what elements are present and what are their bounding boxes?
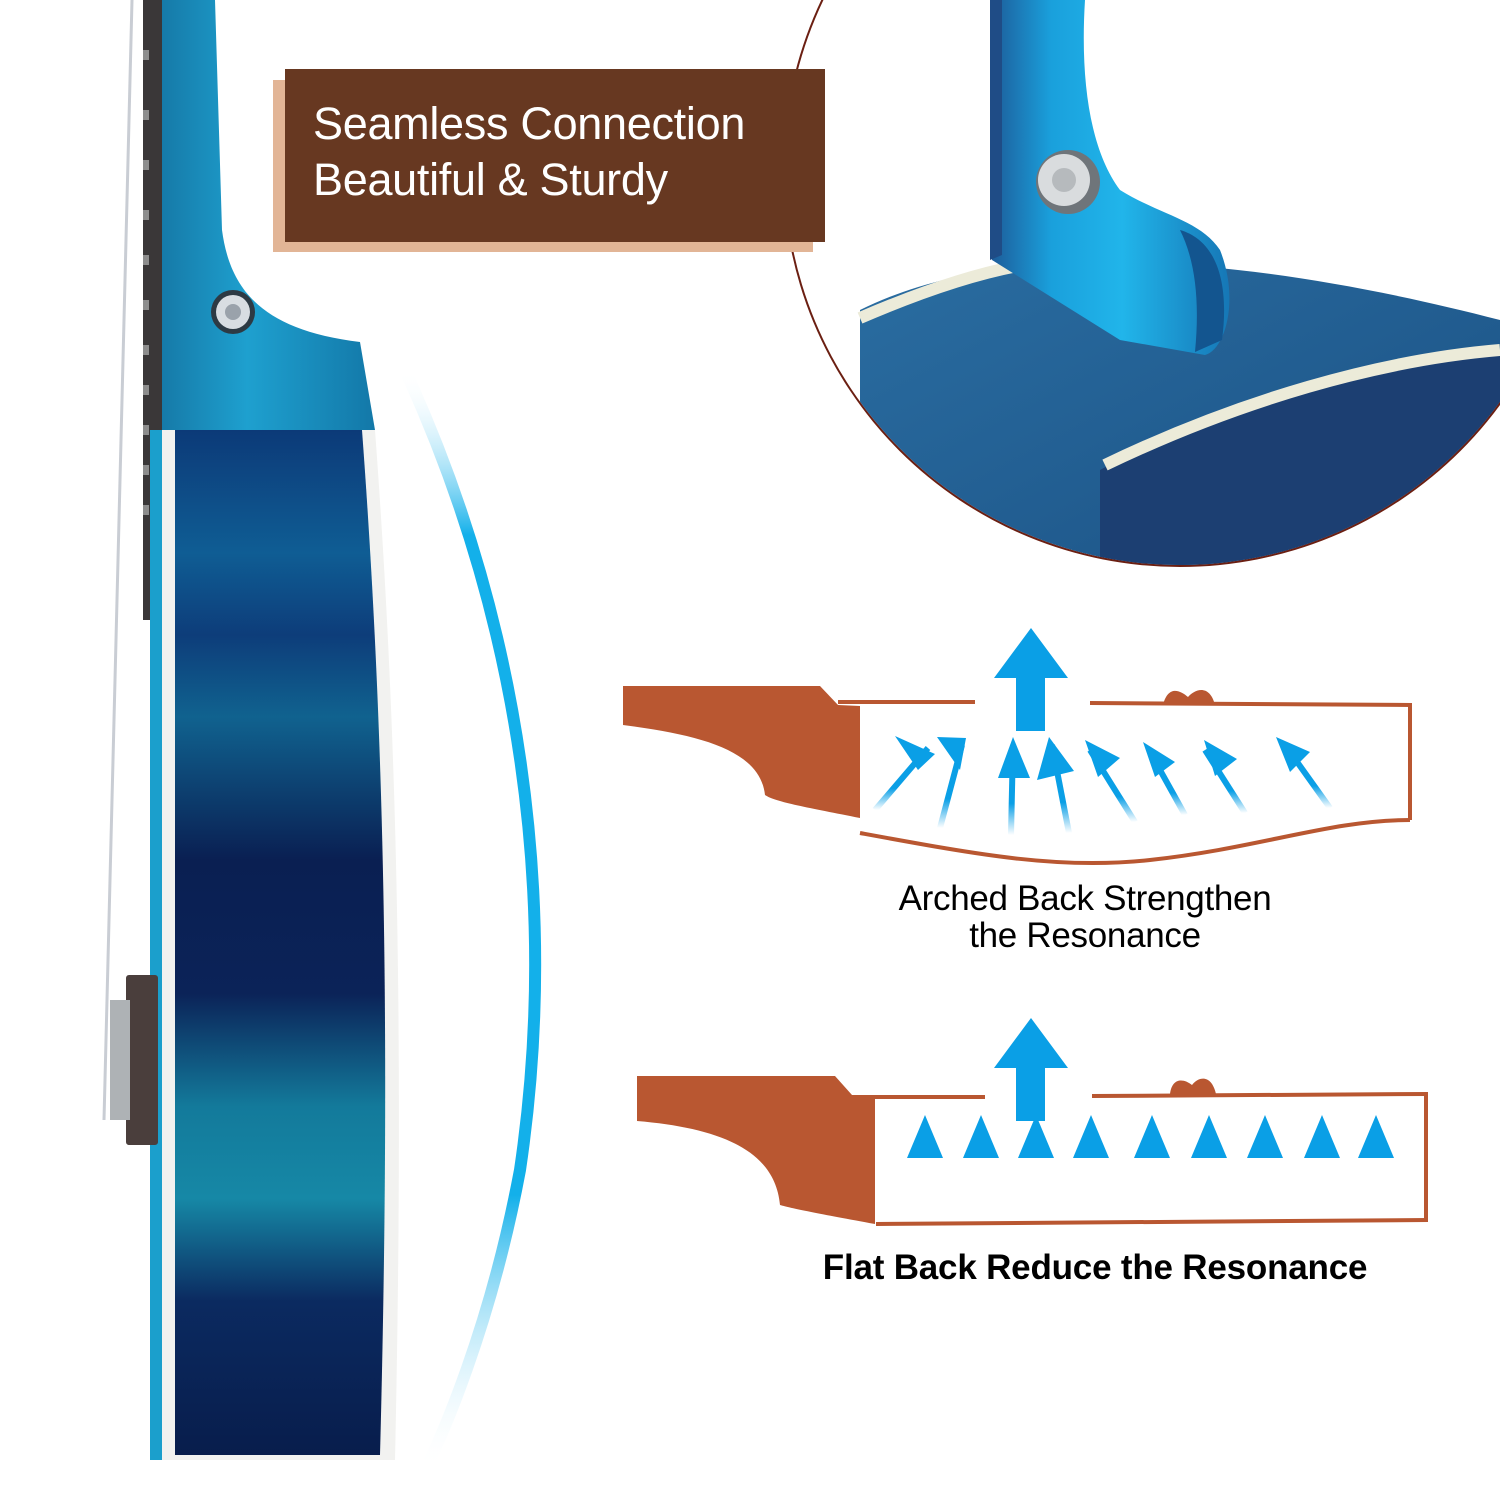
body-side-wood	[175, 430, 386, 1455]
arched-neck-block	[623, 686, 860, 818]
banner-line-1: Seamless Connection	[313, 98, 746, 149]
banner-text: Seamless Connection Beautiful & Sturdy	[313, 96, 745, 208]
big-arrow-up-icon	[994, 628, 1068, 731]
bridge	[126, 975, 158, 1145]
feature-banner	[285, 69, 825, 242]
flat-back-caption: Flat Back Reduce the Resonance	[822, 1248, 1368, 1287]
flat-neck-block	[637, 1076, 875, 1224]
top-plate-edge	[150, 430, 162, 1460]
arched-back-caption: Arched Back Strengthen the Resonance	[860, 880, 1310, 954]
big-arrow-up-icon-flat	[994, 1018, 1068, 1121]
banner-line-2: Beautiful & Sturdy	[313, 154, 668, 205]
string-line	[102, 0, 134, 1121]
ukulele-side-photo	[102, 0, 542, 1473]
small-arrow-heads	[895, 736, 1074, 780]
flat-back-diagram	[637, 1018, 1429, 1226]
decorative-arc	[399, 367, 542, 1473]
arched-caption-line-1: Arched Back Strengthen	[898, 879, 1272, 918]
inset-joint-photo	[783, 0, 1500, 567]
arched-caption-line-2: the Resonance	[969, 916, 1201, 955]
arched-back-diagram	[623, 628, 1413, 866]
